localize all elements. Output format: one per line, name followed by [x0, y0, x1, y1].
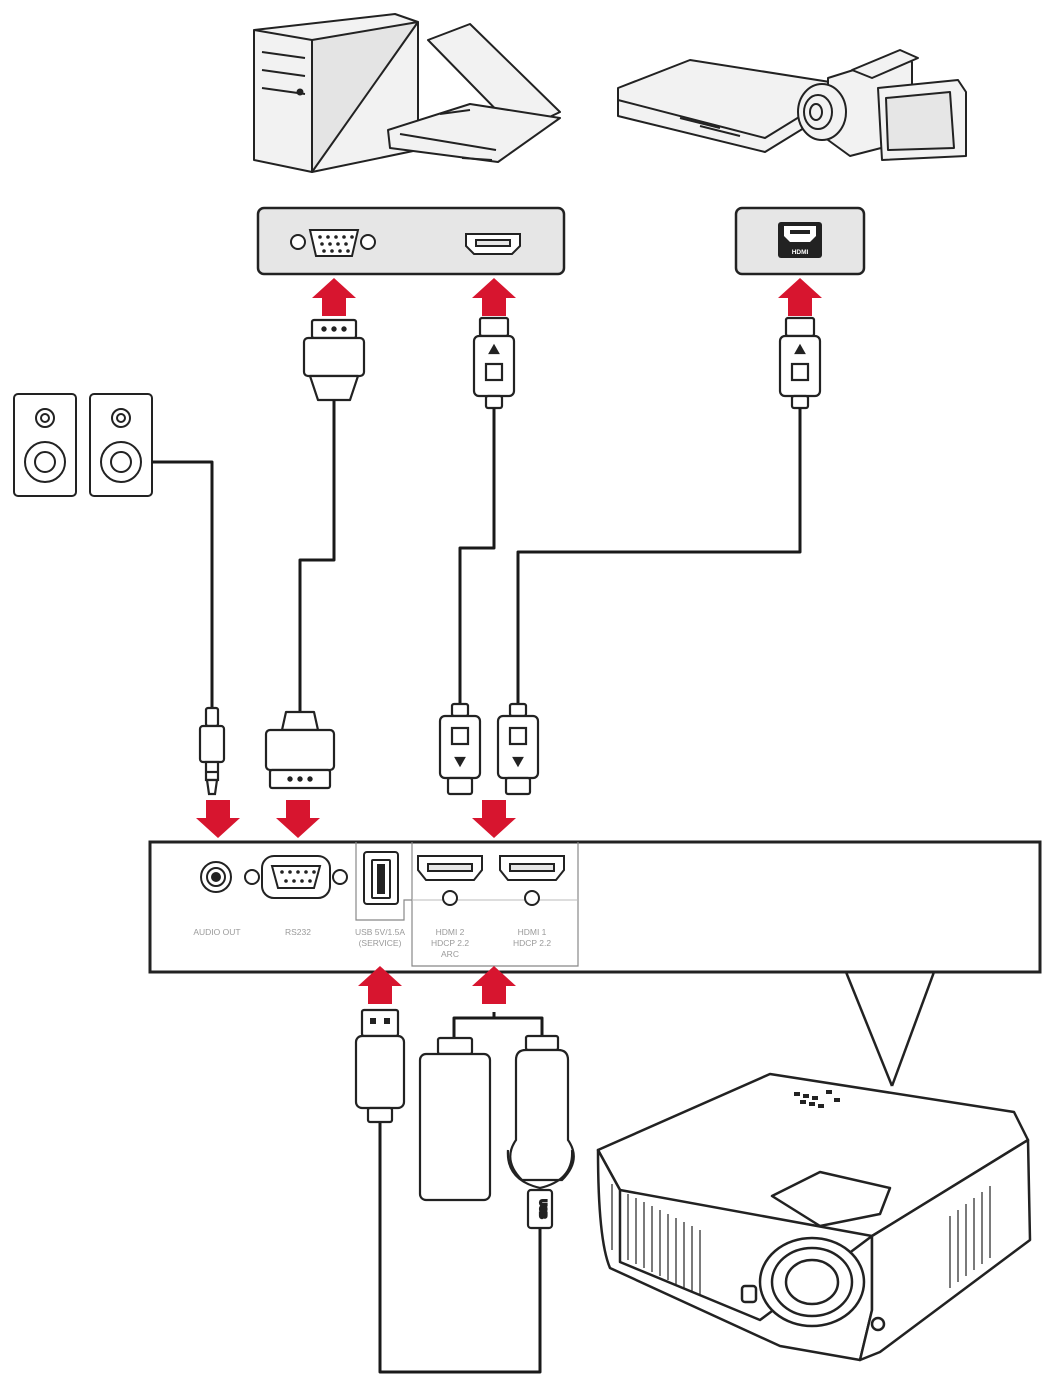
cables: [152, 400, 802, 1374]
hdmi2-port-icon: [417, 855, 483, 906]
usb-port-icon: [363, 851, 399, 905]
desktop-pc-icon: [253, 13, 419, 173]
hdmi1-port-icon: [499, 855, 565, 906]
usb-label-line2: (SERVICE): [359, 938, 402, 948]
hdmi-port-icon: [465, 233, 521, 255]
arrow-down-rs232: [276, 800, 320, 838]
hdmi-dongle-icon: [418, 1036, 492, 1202]
source-panel-pc: [256, 206, 566, 276]
camcorder-icon: [797, 49, 967, 161]
hdmi1-label-line1: HDMI 1: [518, 927, 547, 937]
projector-rear-panel: AUDIO OUT RS232 USB 5V/1.5A (SERVICE): [148, 840, 1042, 974]
audio-out-port-icon: [200, 861, 232, 893]
hdmi-plug-bottom-hdmi2: [438, 702, 482, 796]
audio-jack-icon: [198, 706, 226, 796]
arrow-down-audio: [196, 800, 240, 838]
projector-icon: [596, 1072, 1032, 1362]
vga-port-icon: [290, 229, 376, 257]
speaker-icon: [89, 393, 153, 497]
arrow-up-hdmi-media: [778, 278, 822, 316]
arrow-down-hdmi: [472, 800, 516, 838]
speaker-icon: [13, 393, 77, 497]
hdmi-tag-label: HDMI: [792, 249, 809, 256]
usb-plug-icon: [354, 1008, 406, 1124]
source-panel-media: HDMI: [734, 206, 866, 276]
rs232-label: RS232: [285, 927, 311, 937]
laptop-icon: [387, 23, 561, 163]
arrow-up-hdmi-source: [472, 278, 516, 316]
hdmi1-label-line2: HDCP 2.2: [513, 938, 551, 948]
rs232-port-icon: [244, 855, 348, 899]
hdmi-plug-bottom-hdmi1: [496, 702, 540, 796]
vga-plug-top: [302, 318, 366, 402]
hdmi-port-icon: HDMI: [778, 222, 822, 258]
usb-label-line1: USB 5V/1.5A: [355, 927, 405, 937]
arrow-up-vga-source: [312, 278, 356, 316]
hdmi2-label-line3: ARC: [441, 949, 459, 959]
hdmi2-label-line1: HDMI 2: [436, 927, 465, 937]
usb-tag-label: USB: [538, 1199, 548, 1219]
hdmi-plug-top-pc: [472, 316, 516, 410]
hdmi-usb-dongle-icon: USB: [506, 1034, 575, 1230]
vga-plug-bottom: [264, 710, 336, 790]
hdmi-plug-top-media: [778, 316, 822, 410]
hdmi2-label-line2: HDCP 2.2: [431, 938, 469, 948]
audio-out-label: AUDIO OUT: [193, 927, 240, 937]
callout-lines: [844, 971, 936, 1087]
